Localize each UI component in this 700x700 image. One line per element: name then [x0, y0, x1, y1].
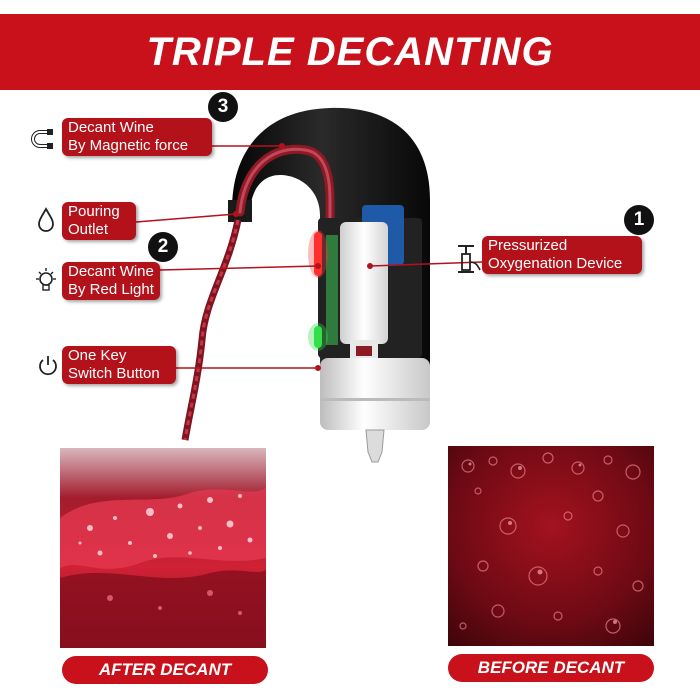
wine-stream	[181, 219, 242, 441]
droplet-icon	[38, 207, 54, 232]
switch-button-label: One Key Switch Button	[62, 346, 176, 384]
magnet-icon	[31, 129, 53, 149]
before-decant-photo	[448, 446, 654, 646]
green-light	[314, 326, 322, 348]
title-banner: TRIPLE DECANTING	[0, 14, 700, 90]
device-base	[320, 358, 430, 430]
power-icon	[39, 356, 57, 376]
pouring-line1: Pouring	[68, 203, 120, 220]
step-3-badge: 3	[208, 92, 238, 122]
oxygenation-device-label: Pressurized Oxygenation Device	[482, 236, 642, 274]
magnetic-line1: Decant Wine	[68, 119, 154, 136]
red-light-label: Decant Wine By Red Light	[62, 262, 160, 300]
page-title: TRIPLE DECANTING	[146, 29, 554, 74]
after-decant-label: AFTER DECANT	[62, 656, 268, 684]
red-light-line1: Decant Wine	[68, 263, 154, 280]
magnetic-force-label: Decant Wine By Magnetic force	[62, 118, 212, 156]
before-decant-label: BEFORE DECANT	[448, 654, 654, 682]
intake-nozzle	[365, 429, 385, 463]
lightbulb-icon	[36, 268, 56, 291]
pouring-outlet-label: Pouring Outlet	[62, 202, 136, 240]
oxygenation-cylinder	[340, 222, 388, 344]
oxygenation-line1: Pressurized	[488, 237, 568, 254]
switch-line1: One Key	[68, 347, 127, 364]
switch-line2: Switch Button	[68, 365, 160, 382]
step-1-badge: 1	[624, 205, 654, 235]
magnetic-line2: By Magnetic force	[68, 137, 189, 154]
pump-icon	[458, 245, 481, 273]
step-2-badge: 2	[148, 232, 178, 262]
pouring-line2: Outlet	[68, 221, 109, 238]
after-decant-photo	[60, 448, 266, 648]
red-light-line2: By Red Light	[68, 281, 154, 298]
oxygenation-line2: Oxygenation Device	[488, 255, 623, 272]
